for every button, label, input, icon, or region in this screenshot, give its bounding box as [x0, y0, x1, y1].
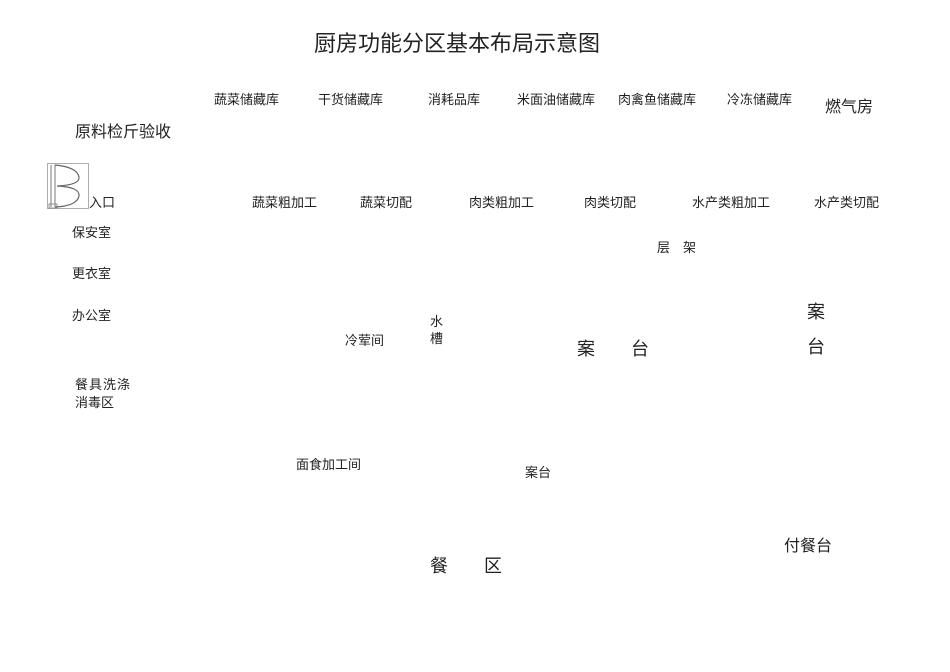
proc-meat-rough: 肉类粗加工 — [469, 196, 535, 211]
proc-meat-cut: 肉类切配 — [584, 196, 637, 211]
proc-seafood-rough: 水产类粗加工 — [692, 196, 771, 211]
security-room: 保安室 — [72, 226, 112, 241]
entrance-label: 入口 — [89, 196, 116, 211]
worktable-center: 案 台 — [577, 339, 649, 360]
sink-line2: 槽 — [430, 332, 444, 347]
locker-room: 更衣室 — [72, 267, 112, 282]
storage-vegetable: 蔬菜储藏库 — [214, 93, 280, 108]
gas-room: 燃气房 — [825, 97, 874, 116]
worktable-right-line2: 台 — [807, 337, 825, 358]
serving-counter: 付餐台 — [784, 536, 833, 555]
worktable-small: 案台 — [525, 466, 552, 481]
storage-rice-flour-oil: 米面油储藏库 — [517, 93, 596, 108]
page-title: 厨房功能分区基本布局示意图 — [314, 32, 601, 57]
worktable-right-line1: 案 — [807, 302, 825, 323]
dish-wash-line2: 消毒区 — [75, 396, 115, 411]
cold-dish-room: 冷荤间 — [345, 334, 385, 349]
storage-consumables: 消耗品库 — [428, 93, 481, 108]
sink-line1: 水 — [430, 315, 444, 330]
storage-frozen: 冷冻储藏库 — [727, 93, 793, 108]
door-icon — [47, 163, 89, 209]
dining-area: 餐 区 — [430, 556, 502, 577]
proc-seafood-cut: 水产类切配 — [814, 196, 880, 211]
storage-meat-poultry-fish: 肉禽鱼储藏库 — [618, 93, 697, 108]
proc-vegetable-cut: 蔬菜切配 — [360, 196, 413, 211]
office-room: 办公室 — [72, 309, 112, 324]
storage-dry-goods: 干货储藏库 — [318, 93, 384, 108]
shelf-label: 层 架 — [657, 241, 697, 256]
receiving-area: 原料检斤验收 — [75, 122, 172, 141]
dish-wash-line1: 餐具洗涤 — [75, 378, 132, 393]
pastry-room: 面食加工间 — [296, 458, 362, 473]
proc-vegetable-rough: 蔬菜粗加工 — [252, 196, 318, 211]
